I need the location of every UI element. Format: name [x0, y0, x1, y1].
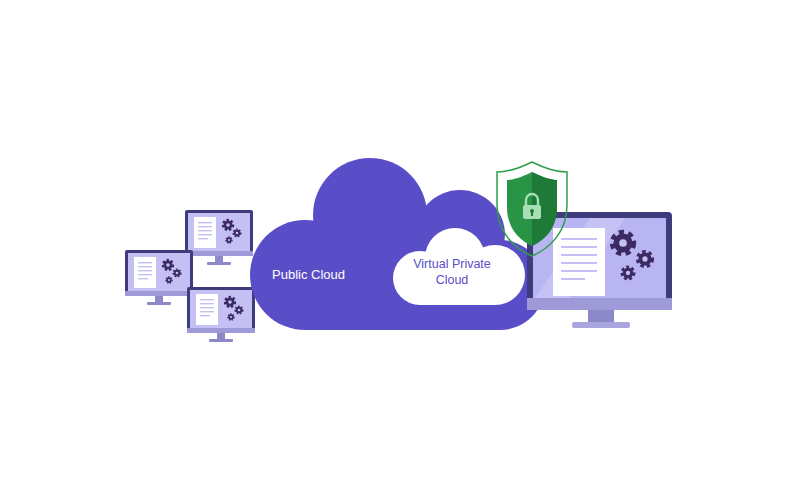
- client-monitor: [185, 210, 253, 265]
- client-monitor: [187, 287, 255, 342]
- security-shield: [497, 162, 567, 256]
- node-label: Public Cloud: [272, 267, 345, 284]
- client-monitor: [125, 250, 193, 305]
- virtual-private-cloud: Virtual Private Cloud: [385, 228, 525, 305]
- cloud-outline: [245, 155, 550, 335]
- node-label: Virtual Private Cloud: [412, 256, 492, 289]
- server-monitor: [527, 212, 672, 328]
- public-cloud: Public Cloud Virtual Private Cloud: [245, 155, 550, 335]
